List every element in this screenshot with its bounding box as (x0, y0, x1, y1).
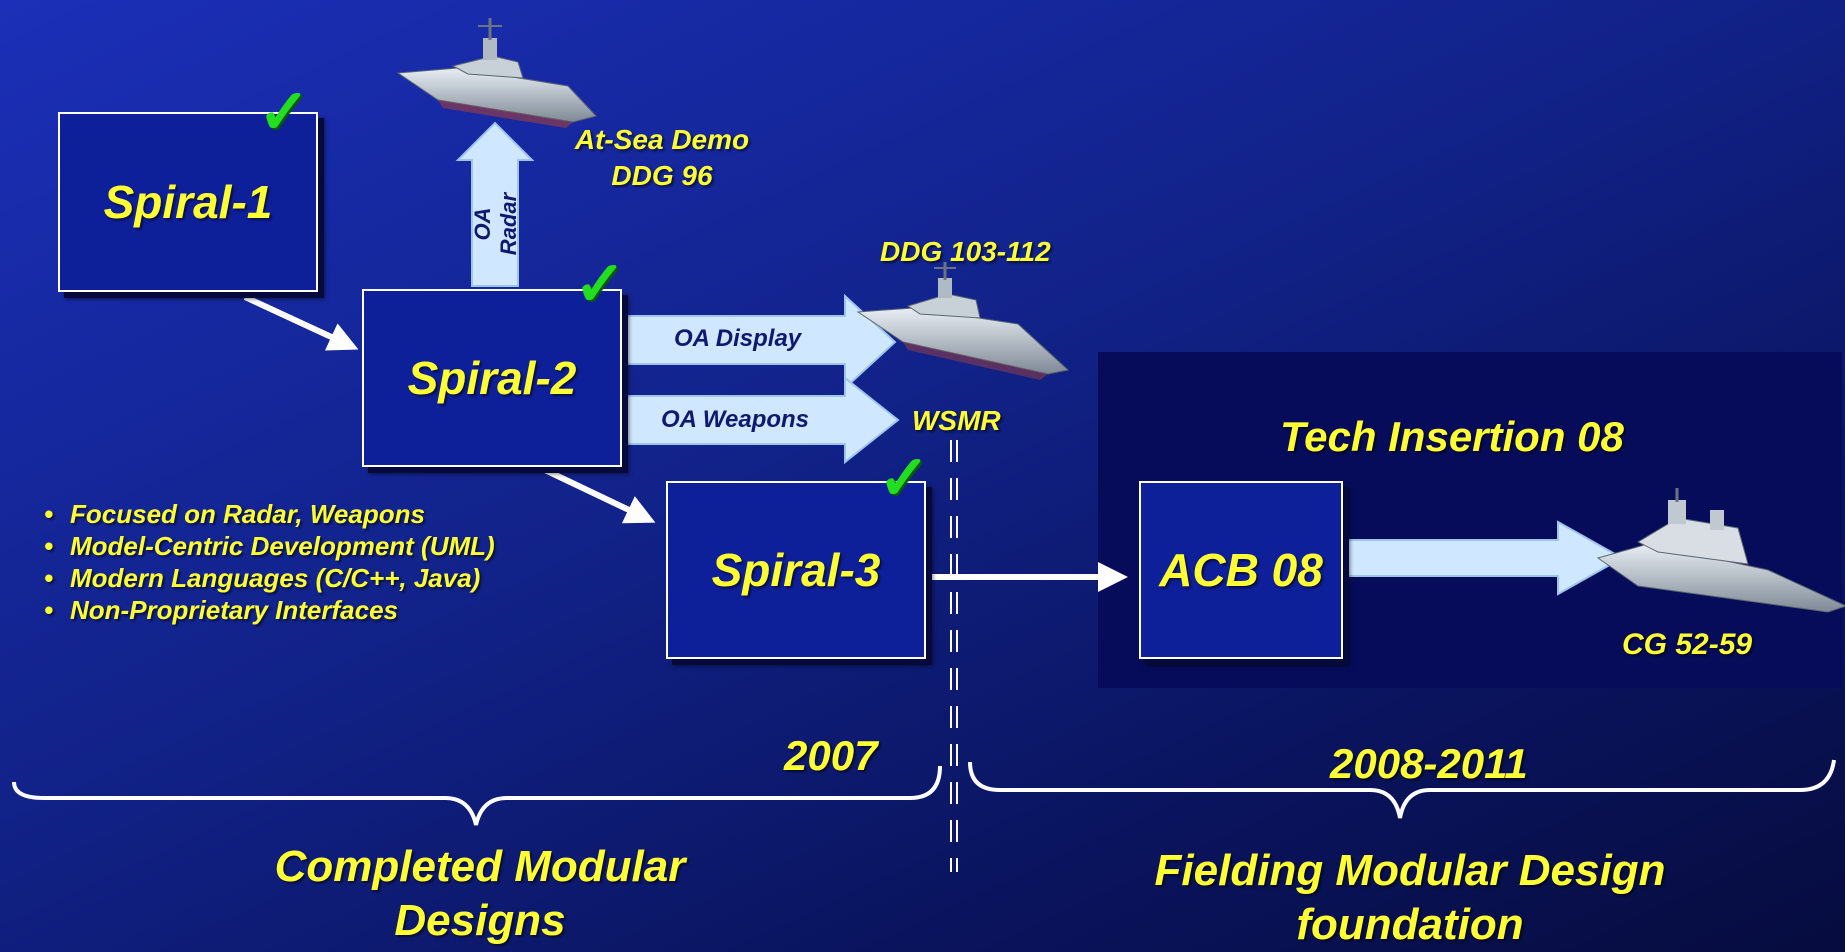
year-2008-2011: 2008-2011 (1330, 740, 1528, 787)
ddg-103-112-label: DDG 103-112 (880, 236, 1051, 267)
right-brace (968, 759, 1836, 819)
cruiser-ship-icon (1596, 488, 1845, 613)
oa-radar-label: OA Radar (470, 192, 521, 256)
bullet-item: Non-Proprietary Interfaces (42, 594, 522, 626)
timeline-divider (950, 440, 958, 872)
acb-to-cg-arrow (1347, 520, 1625, 596)
at-sea-demo-label: At-Sea Demo DDG 96 (556, 122, 768, 194)
oa-weapons-arrow (624, 375, 900, 465)
oa-radar-arrow (455, 121, 535, 287)
feature-bullet-list: Focused on Radar, Weapons Model-Centric … (42, 498, 522, 626)
checkmark-icon: ✓ (258, 78, 310, 147)
checkmark-icon: ✓ (878, 444, 930, 513)
bullet-item: Focused on Radar, Weapons (42, 498, 522, 530)
spiral2-to-spiral3-arrow (543, 467, 656, 524)
left-brace (12, 765, 942, 826)
spiral-2-label: Spiral-2 (407, 352, 577, 404)
caption-right-line2: foundation (1296, 900, 1524, 949)
year-2007: 2007 (784, 732, 878, 779)
fielding-modular-design-caption: Fielding Modular Design foundation (1060, 844, 1760, 952)
spiral1-to-spiral2-arrow (243, 294, 359, 351)
spiral-3-box: Spiral-3 (666, 481, 926, 659)
tech-insertion-title: Tech Insertion 08 (1280, 413, 1624, 460)
spiral-3-label: Spiral-3 (711, 544, 881, 596)
caption-left-line1: Completed Modular (274, 842, 686, 891)
completed-modular-designs-caption: Completed Modular Designs (180, 840, 780, 948)
destroyer-ship-icon (396, 18, 597, 128)
caption-left-line2: Designs (394, 896, 566, 945)
cg-52-59-label: CG 52-59 (1622, 628, 1753, 661)
acb-08-box: ACB 08 (1139, 481, 1343, 659)
bullet-item: Model-Centric Development (UML) (42, 530, 522, 562)
spiral-1-box: Spiral-1 (58, 112, 318, 292)
oa-display-label: OA Display (674, 325, 802, 352)
checkmark-icon: ✓ (574, 250, 626, 319)
bullet-item: Modern Languages (C/C++, Java) (42, 562, 522, 594)
at-sea-demo-line1: At-Sea Demo (574, 124, 750, 155)
destroyer-ship-icon-2 (856, 262, 1070, 380)
caption-right-line1: Fielding Modular Design (1154, 846, 1666, 895)
acb-08-label: ACB 08 (1159, 544, 1323, 596)
wsmr-label: WSMR (912, 405, 1001, 436)
spiral-2-box: Spiral-2 (362, 289, 622, 467)
oa-weapons-label: OA Weapons (661, 406, 810, 433)
at-sea-demo-line2: DDG 96 (611, 160, 713, 191)
spiral-1-label: Spiral-1 (103, 176, 273, 228)
oa-display-arrow (624, 293, 897, 391)
